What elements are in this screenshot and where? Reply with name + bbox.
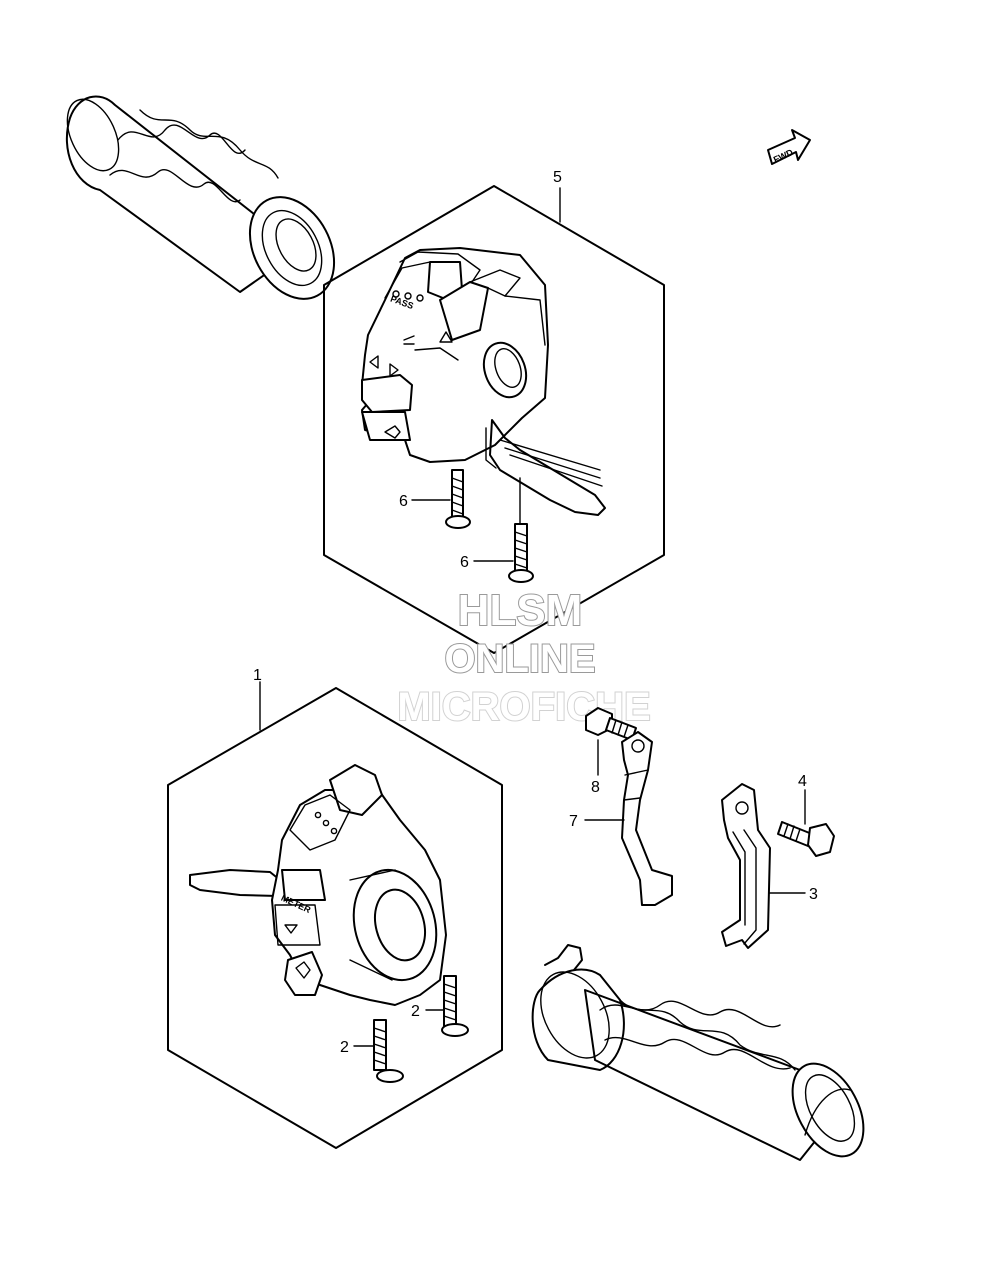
right-handlebar-switch[interactable]: PASS xyxy=(361,247,606,531)
callout-6b[interactable]: 6 xyxy=(460,554,469,571)
right-switch-assembly-group: 5 xyxy=(323,169,665,654)
screw-2-right[interactable]: 2 xyxy=(411,975,469,1037)
bolt-4[interactable]: 4 xyxy=(777,773,835,857)
handlebar-grip-left[interactable] xyxy=(57,91,351,313)
callout-7[interactable]: 7 xyxy=(569,813,578,830)
watermark-line2: ONLINE xyxy=(444,637,595,681)
callout-1[interactable]: 1 xyxy=(253,667,262,684)
callout-5[interactable]: 5 xyxy=(553,169,562,186)
callout-6a[interactable]: 6 xyxy=(399,493,408,510)
callout-8[interactable]: 8 xyxy=(591,779,600,796)
watermark: HLSM ONLINE MICROFICHE xyxy=(396,585,651,730)
watermark-line1: HLSM xyxy=(458,586,583,635)
bracket-3[interactable]: 3 xyxy=(721,783,818,949)
screw-2-left[interactable]: 2 xyxy=(340,1019,404,1083)
callout-4[interactable]: 4 xyxy=(798,773,807,790)
left-handlebar-switch[interactable]: METER xyxy=(189,764,448,1006)
callout-3[interactable]: 3 xyxy=(809,886,818,903)
forward-arrow-icon: FWD xyxy=(767,129,811,165)
screw-6-upper[interactable]: 6 xyxy=(399,469,471,529)
callout-2a[interactable]: 2 xyxy=(340,1039,349,1056)
screw-6-lower[interactable]: 6 xyxy=(460,523,534,583)
bracket-stay-7[interactable]: 7 xyxy=(569,731,673,906)
callout-2b[interactable]: 2 xyxy=(411,1003,420,1020)
assembly-hexagon-lower xyxy=(167,687,503,1149)
handlebar-grip-right-throttle[interactable] xyxy=(527,944,878,1168)
assembly-hexagon-upper xyxy=(323,185,665,654)
left-switch-assembly-group: 1 xyxy=(167,667,503,1149)
